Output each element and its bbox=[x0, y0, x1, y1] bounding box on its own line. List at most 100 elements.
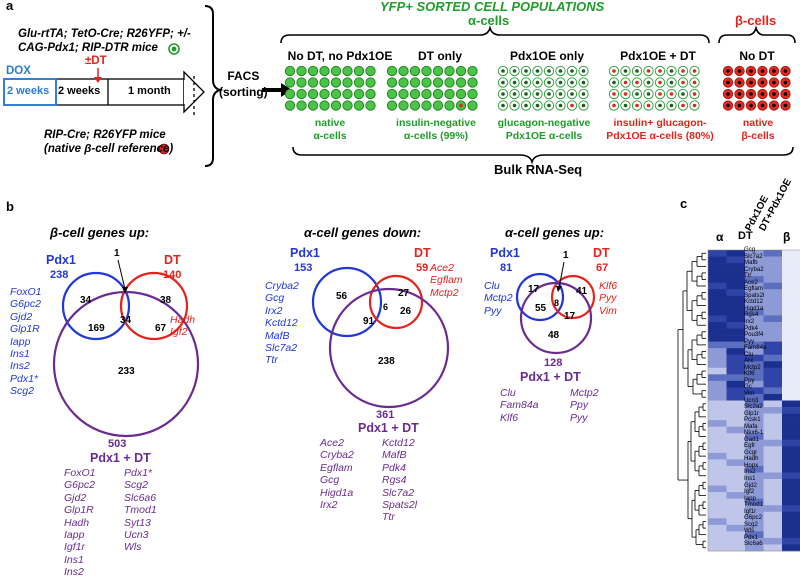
cell-marker bbox=[353, 77, 365, 88]
venn1-combo-genes-col2: Pdx1* Scg2 Slc6a6 Tmod1 Syt13 Ucn3 Wls bbox=[124, 467, 157, 554]
heatmap-gene-label: Pcsk1 bbox=[744, 416, 761, 424]
heatmap-gene-label: Pou3f4 bbox=[744, 331, 764, 339]
cell-nucleus-marker bbox=[547, 92, 551, 96]
cell-nucleus-marker bbox=[669, 92, 674, 96]
venn1-dt-combo: 67 bbox=[155, 323, 167, 334]
heatmap-cell bbox=[726, 407, 746, 414]
facs-title: FACS bbox=[227, 69, 260, 83]
cell-marker bbox=[353, 65, 365, 77]
cell-nucleus-marker bbox=[692, 80, 697, 85]
cell-marker bbox=[319, 77, 330, 88]
heatmap-cell bbox=[745, 524, 764, 532]
venn1-title: β-cell genes up: bbox=[50, 225, 150, 240]
heatmap-cell bbox=[708, 505, 727, 513]
heatmap-cell bbox=[763, 302, 783, 310]
cell-marker bbox=[467, 65, 478, 77]
heatmap-cell bbox=[782, 492, 800, 499]
heatmap-cell bbox=[708, 328, 727, 336]
heatmap-cell bbox=[782, 361, 800, 369]
population-desc-2: insulin-negative α-cells (99%) bbox=[386, 117, 486, 142]
cell-nucleus-marker bbox=[581, 80, 586, 85]
heatmap-cell bbox=[782, 407, 800, 414]
heatmap-cell bbox=[708, 433, 727, 441]
heatmap-cell bbox=[763, 420, 783, 427]
heatmap-gene-label: Slc6a6 bbox=[744, 540, 763, 548]
cell-nucleus-marker bbox=[681, 103, 685, 108]
heatmap-cell bbox=[782, 465, 800, 473]
heatmap-gene-label: Egflam bbox=[744, 285, 763, 293]
cell-nucleus-marker bbox=[783, 69, 788, 73]
cell-nucleus-marker bbox=[547, 103, 551, 108]
cell-marker bbox=[296, 100, 307, 111]
venn3-combo-count: 128 bbox=[544, 357, 563, 369]
heatmap-cell bbox=[745, 479, 764, 486]
cell-marker bbox=[284, 77, 296, 88]
cell-nucleus-marker bbox=[524, 92, 528, 96]
population-head-2: DT only bbox=[418, 49, 462, 63]
cell-marker bbox=[386, 100, 398, 111]
heatmap-cell bbox=[726, 452, 746, 460]
cell-nucleus-marker bbox=[512, 92, 517, 96]
heatmap-cell bbox=[726, 256, 746, 264]
heatmap-cell bbox=[708, 289, 727, 297]
heatmap-gene-label: Slc7a2 bbox=[744, 252, 763, 260]
cell-marker bbox=[353, 88, 365, 100]
heatmap-cell bbox=[745, 282, 764, 290]
heatmap-cell bbox=[745, 341, 764, 349]
heatmap-cell bbox=[745, 413, 764, 421]
heatmap-cell bbox=[708, 465, 727, 473]
heatmap-cell bbox=[726, 492, 746, 499]
cell-marker bbox=[353, 100, 365, 111]
cell-marker bbox=[398, 65, 409, 77]
cell-nucleus-marker bbox=[501, 103, 505, 108]
cell-nucleus-marker bbox=[558, 103, 563, 108]
heatmap-cell bbox=[726, 537, 746, 545]
heatmap-cell bbox=[708, 537, 727, 545]
heatmap-gene-label: Gc bbox=[744, 383, 752, 391]
heatmap-cell bbox=[708, 400, 727, 408]
heatmap-cell bbox=[782, 393, 800, 401]
venn3-pdx1-gene-list: Clu Mctp2 Pyy bbox=[484, 280, 513, 317]
cell-nucleus-marker bbox=[535, 92, 540, 96]
heatmap-cell bbox=[708, 413, 727, 421]
heatmap-cell bbox=[726, 446, 746, 454]
cell-marker bbox=[398, 88, 409, 100]
heatmap-cell bbox=[745, 308, 764, 316]
population-desc-4-line1: insulin+ glucagon- bbox=[613, 117, 707, 129]
heatmap-cell bbox=[745, 400, 764, 408]
facs-label: FACS (sorting) bbox=[219, 68, 268, 100]
cell-nucleus-marker bbox=[669, 103, 674, 108]
heatmap-cell bbox=[726, 328, 746, 336]
heatmap-cell bbox=[708, 407, 727, 414]
heatmap-cell bbox=[763, 472, 783, 480]
cell-nucleus-marker bbox=[501, 69, 505, 73]
heatmap-cell bbox=[745, 250, 764, 257]
heatmap-cell bbox=[726, 479, 746, 486]
heatmap-cell bbox=[763, 537, 783, 545]
cell-nucleus-marker bbox=[692, 103, 697, 108]
cell-nucleus-marker bbox=[581, 103, 586, 108]
heatmap-cell bbox=[726, 544, 746, 552]
venn2-pdx1-combo: 91 bbox=[363, 316, 375, 327]
population-desc-1-line1: native bbox=[314, 117, 346, 129]
venn1-pdx1-count: 238 bbox=[50, 269, 69, 281]
cell-nucleus-marker bbox=[772, 80, 776, 85]
heatmap-gene-label: Gjd2 bbox=[744, 481, 757, 489]
heatmap-cell bbox=[763, 459, 783, 467]
cell-marker bbox=[284, 100, 296, 111]
heatmap-col-beta: β bbox=[783, 230, 791, 244]
cell-nucleus-marker bbox=[635, 92, 639, 96]
venn-beta-up bbox=[52, 259, 200, 438]
cell-nucleus-marker bbox=[535, 103, 540, 108]
heatmap-cell bbox=[726, 308, 746, 316]
dox-label: DOX bbox=[6, 65, 31, 77]
mouse-line-1: Glu-rtTA; TetO-Cre; R26YFP; +/- bbox=[18, 28, 191, 40]
venn2-pdx1-only: 56 bbox=[336, 291, 348, 302]
cell-marker bbox=[432, 65, 444, 77]
heatmap-cell bbox=[763, 250, 783, 257]
panel-a-letter: a bbox=[6, 0, 14, 13]
cell-nucleus-marker bbox=[669, 80, 674, 85]
cell-marker bbox=[330, 100, 342, 111]
heatmap-cell bbox=[708, 387, 727, 395]
venn3-pdx1-only: 17 bbox=[528, 284, 540, 295]
